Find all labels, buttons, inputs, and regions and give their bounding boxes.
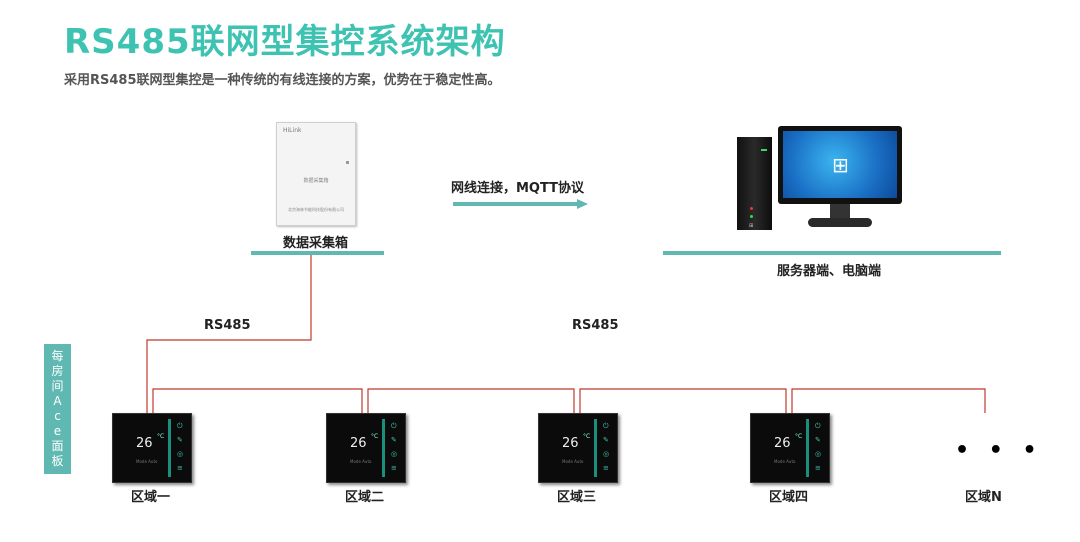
panel-mode-icon: ✎ (815, 436, 821, 444)
panel-sidebar (806, 419, 809, 477)
panel-fan-icon: ◎ (815, 450, 822, 458)
side-label-char: 板 (51, 454, 64, 468)
side-label-per-room-ace-panel: 每 房 间 A c e 面 板 (44, 344, 71, 474)
data-collector-box-image: HiLink 数据采集箱 北京海林节能科技股份有限公司 (276, 122, 356, 226)
panel-power-icon: ⏻ (815, 422, 821, 430)
side-label-char: e (53, 424, 62, 438)
panel-temperature: 26 (350, 436, 367, 451)
panel-mode-icon: ✎ (603, 436, 609, 444)
panel-menu-icon: ≡ (603, 464, 609, 472)
wire-collector-to-zone1 (146, 252, 312, 413)
more-zones-ellipsis: • • • (955, 438, 1043, 463)
side-label-char: 每 (51, 349, 64, 363)
panel-mode: Mode Auto (774, 459, 796, 464)
collector-manufacturer: 北京海林节能科技股份有限公司 (288, 207, 344, 212)
side-label-char: 面 (51, 439, 64, 453)
zone-panel-4: 26 °C Mode Auto ⏻ ✎ ◎ ≡ (750, 413, 830, 483)
wire-zone3-to-zone4 (579, 388, 787, 413)
panel-power-icon: ⏻ (177, 422, 183, 430)
zone-panel-3: 26 °C Mode Auto ⏻ ✎ ◎ ≡ (538, 413, 618, 483)
collector-device-name: 数据采集箱 (303, 178, 329, 184)
panel-sidebar (168, 419, 171, 477)
panel-power-icon: ⏻ (391, 422, 397, 430)
panel-unit: °C (157, 433, 165, 440)
page-subtitle: 采用RS485联网型集控是一种传统的有线连接的方案，优势在于稳定性高。 (64, 73, 501, 88)
monitor-base (808, 218, 872, 227)
collector-brand: HiLink (283, 127, 302, 134)
side-label-char: 房 (51, 364, 64, 378)
zone-label-4: 区域四 (769, 490, 809, 505)
panel-menu-icon: ≡ (391, 464, 397, 472)
wire-zone4-to-zoneN (791, 388, 986, 413)
link-arrow-icon (453, 199, 588, 209)
server-label: 服务器端、电脑端 (777, 264, 882, 279)
side-label-char: c (54, 409, 61, 423)
panel-fan-icon: ◎ (177, 450, 184, 458)
panel-sidebar (594, 419, 597, 477)
panel-mode: Mode Auto (136, 459, 158, 464)
zone-label-2: 区域二 (345, 490, 385, 505)
page-title: RS485联网型集控系统架构 (64, 22, 506, 62)
collector-indicator (346, 161, 349, 164)
zone-label-3: 区域三 (557, 490, 597, 505)
collector-underline (251, 251, 384, 255)
panel-mode: Mode Auto (350, 459, 372, 464)
panel-temperature: 26 (562, 436, 579, 451)
rs485-label-left: RS485 (204, 318, 251, 333)
panel-fan-icon: ◎ (391, 450, 398, 458)
zone-label-n: 区域N (965, 490, 1002, 505)
zone-panel-1: 26 °C Mode Auto ⏻ ✎ ◎ ≡ (112, 413, 192, 483)
panel-menu-icon: ≡ (815, 464, 821, 472)
panel-sidebar (382, 419, 385, 477)
side-label-char: A (53, 394, 62, 408)
pc-monitor-image: ⊞ (778, 126, 902, 204)
rs485-label-right: RS485 (572, 318, 619, 333)
panel-power-icon: ⏻ (603, 422, 609, 430)
windows-logo-icon: ⊞ (832, 153, 849, 177)
wire-zone1-to-zone2 (152, 388, 363, 413)
panel-temperature: 26 (136, 436, 153, 451)
server-underline (663, 251, 1001, 255)
panel-menu-icon: ≡ (177, 464, 183, 472)
panel-unit: °C (583, 433, 591, 440)
pc-tower-image: ⊞ (737, 137, 772, 230)
link-label: 网线连接，MQTT协议 (451, 181, 585, 196)
panel-mode-icon: ✎ (391, 436, 397, 444)
panel-fan-icon: ◎ (603, 450, 610, 458)
panel-unit: °C (371, 433, 379, 440)
collector-label: 数据采集箱 (283, 236, 349, 251)
wire-zone2-to-zone3 (367, 388, 575, 413)
side-label-char: 间 (51, 379, 64, 393)
zone-label-1: 区域一 (131, 490, 171, 505)
panel-temperature: 26 (774, 436, 791, 451)
zone-panel-2: 26 °C Mode Auto ⏻ ✎ ◎ ≡ (326, 413, 406, 483)
monitor-stand (830, 204, 850, 220)
panel-unit: °C (795, 433, 803, 440)
panel-mode-icon: ✎ (177, 436, 183, 444)
panel-mode: Mode Auto (562, 459, 584, 464)
